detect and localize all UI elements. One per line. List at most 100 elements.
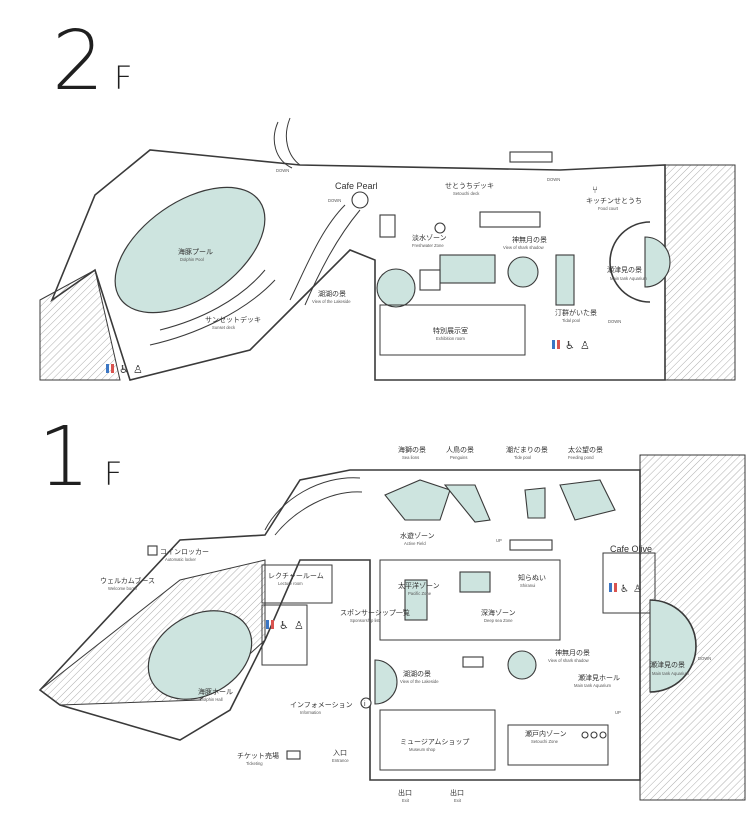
floor-1-number: 1: [38, 410, 90, 505]
cafe-olive-label: Cafe Olive: [610, 544, 652, 554]
coin-locker-label: コインロッカー: [160, 548, 209, 556]
walkway-2f: [273, 121, 293, 169]
entrance-label: 入口: [333, 749, 347, 757]
down-label-2f-a: DOWN: [276, 168, 289, 173]
tide-pool-label-en: Tide pool: [514, 455, 531, 460]
sea-lions-pool: [384, 479, 451, 521]
cafe-pearl-label: Cafe Pearl: [335, 181, 378, 191]
baby-icon-cafe: ♙: [633, 584, 642, 595]
ticketing-label-en: Ticketing: [246, 761, 263, 766]
welcome-booth-label-en: Welcome booth: [108, 586, 138, 591]
curved-stair-2f: [289, 204, 346, 301]
dolphin-hall-label: 海豚ホール: [198, 687, 233, 696]
baby-icon: ♙: [133, 364, 143, 376]
lecture-room-label-en: Lecture room: [278, 581, 303, 586]
kitchen-label-en: Food court: [598, 206, 619, 211]
exhibition-label: 特別展示室: [433, 326, 468, 335]
tidal-pool-label-en: Tidal pool: [562, 318, 580, 323]
up-label-1f-a: UP: [496, 538, 502, 543]
main-tank-2f-label: 瀬津見の景: [607, 265, 642, 274]
sunset-deck-label: サンセットデッキ: [205, 315, 261, 324]
shark-shadow-1f-label-en: View of shark shadow: [548, 658, 590, 663]
museum-shop-label-en: Museum shop: [409, 747, 436, 752]
shiranui-label: 知らぬい: [518, 573, 546, 582]
lecture-room-label: レクチャールーム: [268, 572, 324, 580]
shark-shadow-label-en: View of shark shadow: [503, 245, 545, 250]
main-hall-label-en: Main tank Aquarium: [574, 683, 612, 688]
hatched-area-sw: [39, 269, 121, 381]
cafe-counter: [379, 214, 396, 238]
lake-view-tank: [376, 268, 416, 308]
lake-view-label-en: View of the Lakeside: [312, 299, 351, 304]
hatched-area-east: [664, 164, 736, 381]
exhibition-room: [379, 304, 526, 356]
floor-1-suffix: F: [104, 455, 122, 493]
down-label-2f-c: DOWN: [547, 177, 560, 182]
down-label-1f: DOWN: [698, 656, 711, 661]
active-field-label-en: Active Field: [404, 541, 426, 546]
cafe-icon: [351, 191, 369, 209]
coin-locker-label-en: Automatic locker: [165, 557, 197, 562]
main-hall-label: 瀬津見ホール: [578, 673, 620, 682]
stair-1f: [509, 539, 553, 551]
main-tank-1f-label: 瀬津見の景: [650, 660, 685, 669]
restroom-block-1f: [261, 604, 308, 666]
sunset-deck-seating: [159, 269, 266, 331]
restroom-icon-1f: ♿ ♙: [266, 620, 304, 632]
sponsorship-label-en: Sponsorship list: [350, 618, 380, 623]
shark-shadow-tank: [507, 256, 539, 288]
exit-label-2-en: Exit: [454, 798, 462, 803]
setouchi-zone-area: [507, 724, 609, 766]
dolphin-pool-label: 海豚プール: [178, 247, 213, 256]
setouchi-deck-label: せとうちデッキ: [445, 181, 494, 190]
shark-shadow-1f-tank: [507, 650, 537, 680]
dolphin-pool-label-en: Dolphin Pool: [180, 257, 204, 262]
wheelchair-icon-1f: ♿: [279, 620, 289, 632]
freshwater-label-en: Freshwater Zone: [412, 243, 444, 248]
lake-view-1f-tank: [374, 659, 398, 705]
lake-view-label: 湖湖の景: [318, 289, 346, 298]
dolphin-pool: [114, 186, 266, 314]
shark-shadow-1f-label: 神無月の景: [555, 648, 590, 657]
sea-lions-label-en: Sea lions: [402, 455, 419, 460]
active-field-label: 水遊ゾーン: [400, 531, 435, 540]
penguins-pool: [443, 484, 491, 523]
information-label: インフォメーション: [290, 701, 353, 709]
sponsorship-label: スポンサーシップ一覧: [340, 608, 410, 617]
main-tank-2f: [644, 236, 671, 288]
tide-pool: [524, 487, 546, 519]
information-label-en: Information: [300, 710, 322, 715]
freshwater-tank: [434, 222, 446, 234]
sea-lions-label: 海獅の景: [398, 445, 426, 454]
floor-2-outline: [50, 149, 666, 381]
entrance-label-en: Entrance: [332, 758, 349, 763]
deep-sea-tank: [459, 571, 491, 593]
setouchi-deck-counter: [479, 211, 541, 228]
wheelchair-icon-cafe: ♿: [620, 584, 629, 595]
setouchi-zone-label-en: Setouchi Zone: [531, 739, 559, 744]
tidal-pool-label: 汀群がいた景: [555, 308, 597, 317]
exit-label-1-en: Exit: [402, 798, 410, 803]
deep-sea-label: 深海ゾーン: [481, 608, 516, 617]
floor-2-number: 2: [52, 14, 104, 109]
penguins-label-en: Penguins: [450, 455, 467, 460]
main-tank-1f-label-en: Main tank Aquarium: [652, 671, 690, 676]
exit-label-1: 出口: [398, 788, 412, 797]
setouchi-deck-label-en: Setouchi deck: [453, 191, 480, 196]
down-label-2f-b: DOWN: [328, 198, 341, 203]
tide-pool-label: 潮だまりの景: [506, 445, 548, 454]
feeding-pond-label: 太公望の景: [568, 445, 603, 454]
ticketing-label: チケット売場: [237, 751, 279, 760]
locker-icon: [147, 545, 158, 556]
floor-1-outline: [38, 469, 641, 781]
stair-top-2f: [509, 151, 553, 163]
kitchen-label: キッチンせとうち: [586, 197, 642, 205]
penguins-label: 人鳥の景: [446, 445, 474, 454]
lake-view-1f-label-en: View of the Lakeside: [400, 679, 439, 684]
museum-shop-area: [379, 709, 496, 771]
pacific-deep-sea-block: [379, 559, 561, 641]
feeding-pond: [559, 479, 616, 521]
shark-shadow-label: 神無月の景: [512, 235, 547, 244]
restroom-icon-2f-right: ♿ ♙: [552, 340, 590, 352]
